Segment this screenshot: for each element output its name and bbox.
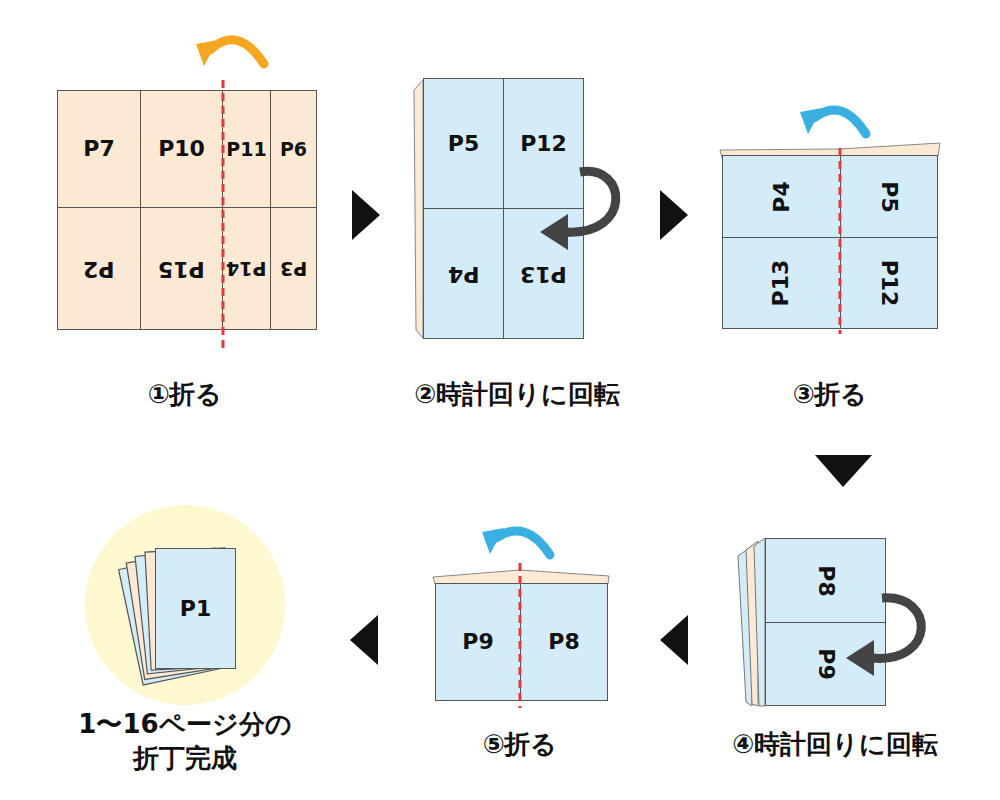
page-number: P12: [878, 260, 900, 307]
rotate-arrow-head: [540, 214, 568, 250]
page-panel: P5: [423, 78, 504, 209]
page-number: P5: [878, 181, 900, 212]
page-panel: P8: [765, 538, 886, 623]
step-caption: ⑤折る: [482, 728, 557, 762]
page-panel: P5: [840, 155, 938, 238]
page-panel: P13: [503, 208, 584, 339]
fold-line: [519, 563, 522, 708]
back-sheet: [414, 80, 423, 338]
page-number: P2: [83, 258, 114, 280]
page-panel: P8: [520, 583, 608, 701]
fold-arrow: [210, 40, 264, 64]
page-number: P10: [158, 138, 205, 160]
back-sheet: [754, 538, 765, 706]
step-triangle: [660, 190, 688, 240]
fold-arrow: [496, 531, 550, 555]
page-number: P4: [771, 181, 793, 212]
page-panel: P15: [140, 207, 223, 330]
page-panel: P3: [270, 207, 317, 330]
page-panel: P2: [57, 207, 141, 330]
fold-line: [222, 80, 225, 350]
step-triangle: [660, 615, 688, 665]
rotate-arrow: [872, 598, 921, 659]
step-caption: ④時計回りに回転: [732, 728, 938, 762]
step-triangle: [815, 455, 872, 487]
page-number: P4: [448, 263, 479, 285]
rotate-arrow: [566, 171, 616, 232]
page-panel: P7: [57, 90, 141, 208]
page-number: P12: [520, 133, 567, 155]
page-number: P5: [448, 133, 479, 155]
page-number: P3: [280, 259, 307, 278]
page-panel: P6: [270, 90, 317, 208]
page-panel: P9: [435, 583, 521, 701]
page-number: P14: [226, 259, 266, 278]
page-panel: P10: [140, 90, 223, 208]
page-number: P6: [280, 140, 307, 159]
page-number: P13: [520, 263, 567, 285]
fold-arrow-head: [800, 108, 822, 134]
rotate-arrow-head: [846, 640, 874, 676]
page-number: P9: [462, 631, 493, 653]
page-panel: P1: [155, 548, 236, 669]
page-panel: P14: [222, 207, 271, 330]
page-panel: P12: [840, 237, 938, 329]
step-caption: ②時計回りに回転: [414, 378, 620, 412]
page-number: P8: [548, 631, 579, 653]
page-number: P9: [815, 648, 837, 679]
page-number: P7: [83, 138, 114, 160]
fold-arrow-head: [482, 528, 504, 554]
fold-arrow: [814, 110, 866, 134]
page-panel: P13: [722, 237, 841, 329]
page-number: P13: [771, 260, 793, 307]
step-caption: 1〜16ページ分の 折丁完成: [35, 708, 335, 776]
page-panel: P12: [503, 78, 584, 209]
step-caption: ③折る: [792, 378, 867, 412]
step-triangle: [350, 615, 378, 665]
highlight-circle: [85, 505, 285, 705]
page-number: P8: [815, 565, 837, 596]
page-panel: P4: [722, 155, 841, 238]
page-number: P15: [158, 258, 205, 280]
fold-line: [839, 148, 842, 334]
page-number: P1: [180, 598, 211, 620]
step-triangle: [352, 190, 380, 240]
fold-arrow-head: [196, 40, 218, 66]
page-panel: P4: [423, 208, 504, 339]
page-panel: P11: [222, 90, 271, 208]
step-caption: ①折る: [147, 378, 222, 412]
page-number: P11: [226, 140, 266, 159]
